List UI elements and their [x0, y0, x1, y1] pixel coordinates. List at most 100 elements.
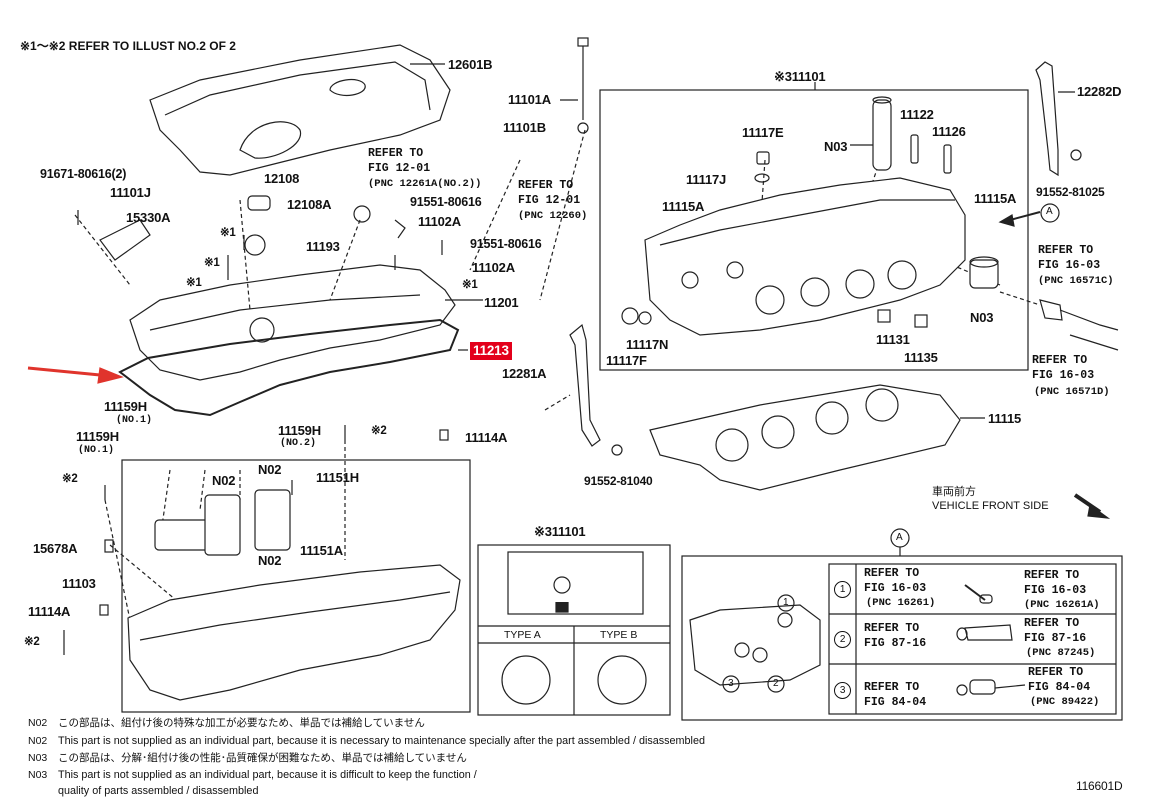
part-11115a-b: 11115A: [974, 191, 1017, 206]
row-right-line: REFER TO: [1028, 666, 1084, 679]
part-11159h-no1-a: 11159H: [104, 399, 147, 414]
part-91671-80616: 91671-80616(2): [40, 167, 127, 181]
mark-1b: ※1: [204, 257, 220, 269]
row-number: 1: [834, 581, 851, 598]
row-number: 3: [834, 682, 851, 699]
direction-jp: 車両前方: [932, 485, 976, 498]
ref-1201-b-fig: FIG 12-01: [518, 194, 581, 207]
ref-1201-a-label: REFER TO: [368, 147, 424, 160]
part-11122: 11122: [900, 107, 934, 122]
mark-1d: ※1: [462, 279, 478, 291]
part-11101b: 11101B: [503, 120, 546, 135]
row-right-line: (PNC 89422): [1030, 696, 1100, 708]
part-11201: 11201: [484, 295, 519, 310]
mark-1c: ※1: [186, 277, 202, 289]
row-left-line: FIG 84-04: [864, 696, 927, 709]
note-text: quality of parts assembled / disassemble…: [58, 785, 259, 797]
row-right-line: FIG 87-16: [1024, 632, 1087, 645]
part-11159h-no1-b-sub: (NO.1): [78, 445, 115, 456]
part-11101-head: ※311101: [774, 69, 826, 84]
part-11103: 11103: [62, 576, 96, 591]
detail-callout-1: 1: [783, 597, 789, 608]
part-11117j: 11117J: [686, 172, 727, 187]
row-right-line: FIG 16-03: [1024, 584, 1087, 597]
n03-a: N03: [824, 139, 848, 154]
part-11102a-b: 11102A: [472, 260, 515, 275]
row-right-line: (PNC 16261A): [1024, 599, 1100, 611]
part-11159h-no2: 11159H: [278, 423, 321, 438]
note-code: N02: [28, 717, 48, 729]
mark-1a: ※1: [220, 227, 236, 239]
part-91552-81040: 91552-81040: [584, 474, 653, 488]
part-12282d: 12282D: [1077, 84, 1122, 99]
row-right-line: FIG 84-04: [1028, 681, 1091, 694]
part-11159h-no2-sub: (NO.2): [280, 438, 317, 449]
part-11115a-a: 11115A: [662, 199, 705, 214]
type-b-label: TYPE B: [600, 629, 638, 641]
part-15678a: 15678A: [33, 541, 78, 556]
part-12281a: 12281A: [502, 366, 547, 381]
ref-1603-b-fig: FIG 16-03: [1032, 369, 1095, 382]
n02-a: N02: [258, 462, 282, 477]
gasket-11213-outline: [118, 318, 460, 417]
part-11126: 11126: [932, 124, 966, 139]
note-code: N03: [28, 769, 48, 781]
lower-box: [121, 459, 471, 713]
part-11213-highlight: 11213: [470, 342, 512, 360]
header-note: ※1～※2 REFER TO ILLUST NO.2 OF 2: [20, 39, 236, 53]
part-91552-81025: 91552-81025: [1036, 185, 1105, 199]
note-text: This part is not supplied as an individu…: [58, 735, 705, 747]
cylinder-head-11101: [644, 177, 966, 336]
head-gasket-11115: [649, 384, 985, 491]
ref-1201-a-pnc: (PNC 12261A(NO.2)): [368, 178, 482, 190]
part-11151h: 11151H: [316, 470, 359, 485]
ref-1603-a-pnc: (PNC 16571C): [1038, 275, 1114, 287]
ref-1603-b-pnc: (PNC 16571D): [1034, 386, 1110, 398]
part-12108: 12108: [264, 171, 300, 186]
direction-en: VEHICLE FRONT SIDE: [932, 500, 1049, 512]
ref-1603-a-fig: FIG 16-03: [1038, 259, 1101, 272]
part-11135: 11135: [904, 350, 938, 365]
cylinder-head-box: [599, 89, 1029, 371]
part-11193: 11193: [306, 239, 340, 254]
row-left-line: FIG 16-03: [864, 582, 927, 595]
n02-c: N02: [258, 553, 282, 568]
detail-A-box: [681, 555, 1123, 721]
part-11114a-b: 11114A: [28, 604, 71, 619]
callout-a-detail: A: [896, 532, 903, 543]
note-code: N02: [28, 735, 48, 747]
engine-cover-12601b: [149, 44, 451, 176]
part-11117f: 11117F: [606, 353, 647, 368]
row-left-line: FIG 87-16: [864, 637, 927, 650]
row-right-line: (PNC 87245): [1026, 647, 1096, 659]
callout-a-top: A: [1046, 206, 1053, 217]
part-15330a: 15330A: [126, 210, 171, 225]
row-left-line: REFER TO: [864, 567, 920, 580]
part-11101-sub: ※311101: [534, 524, 586, 539]
row-left-line: REFER TO: [864, 622, 920, 635]
part-11102a-a: 11102A: [418, 214, 461, 229]
part-11101j: 11101J: [110, 185, 151, 200]
part-11131: 11131: [876, 332, 910, 347]
part-11151a: 11151A: [300, 543, 343, 558]
mark-2b: ※2: [62, 473, 78, 485]
indicator-arrow: [27, 366, 101, 377]
row-number: 2: [834, 631, 851, 648]
note-text: この部品は、組付け後の特殊な加工が必要なため、単品では補給していません: [58, 717, 425, 729]
note-code: N03: [28, 752, 48, 764]
row-left-line: (PNC 16261): [866, 597, 936, 609]
ref-1603-a-label: REFER TO: [1038, 244, 1094, 257]
n02-b: N02: [212, 473, 236, 488]
part-11115: 11115: [988, 411, 1021, 426]
n03-b: N03: [970, 310, 994, 325]
part-12108a: 12108A: [287, 197, 332, 212]
part-11117e: 11117E: [742, 125, 784, 140]
figure-id: 116601D: [1076, 779, 1123, 793]
part-11117n: 11117N: [626, 337, 669, 352]
ref-1201-b-label: REFER TO: [518, 179, 574, 192]
part-11159h-no1-b: 11159H: [76, 429, 119, 444]
note-text: This part is not supplied as an individu…: [58, 769, 477, 781]
part-11114a-a: 11114A: [465, 430, 508, 445]
